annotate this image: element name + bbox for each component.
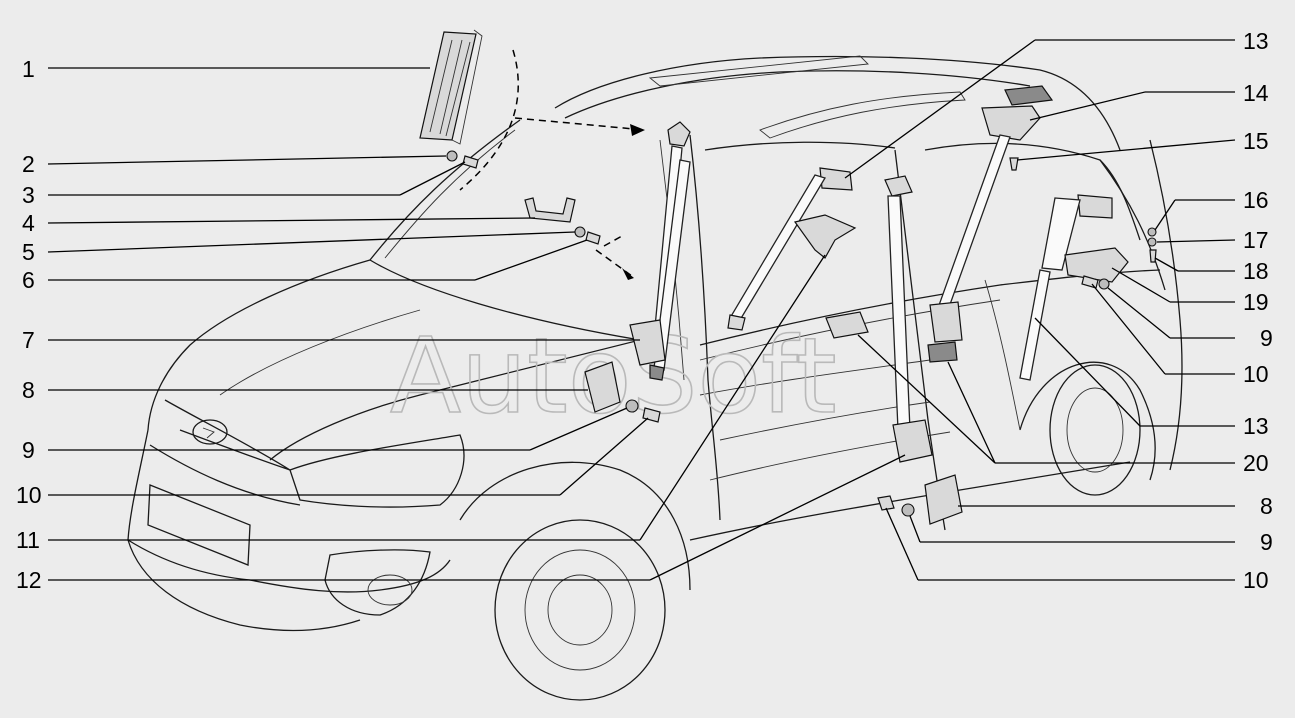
- washer: [1098, 278, 1110, 290]
- bolt: [877, 495, 895, 511]
- washer: [1147, 227, 1157, 237]
- callout-9-lower: 9: [1260, 529, 1273, 555]
- callout-16: 16: [1243, 187, 1269, 213]
- callout-9: 9: [22, 437, 35, 463]
- arrow-head: [630, 124, 645, 136]
- callout-5: 5: [22, 239, 35, 265]
- guide-bracket: [524, 197, 576, 223]
- cover-plate: [584, 361, 621, 413]
- callout-14: 14: [1243, 80, 1269, 106]
- callout-15: 15: [1243, 128, 1269, 154]
- callout-10-lower: 10: [1243, 567, 1269, 593]
- callout-1: 1: [22, 56, 35, 82]
- callout-17: 17: [1243, 227, 1269, 253]
- center-belt: [825, 175, 933, 463]
- screw: [1009, 157, 1019, 171]
- rear-right-belt: [1019, 194, 1129, 381]
- callout-13-lower: 13: [1243, 413, 1269, 439]
- callouts-left: 1 2 3 4 5 6 7 8 9 10 11 12: [16, 56, 42, 593]
- callout-9-right: 9: [1260, 325, 1273, 351]
- leader-lines: [47, 39, 1236, 581]
- cover-plate: [924, 474, 963, 525]
- callouts-right: 13 14 15 16 17 18 19 9 10 13 20 8 9 10: [1243, 28, 1273, 593]
- callout-12: 12: [16, 567, 42, 593]
- washer: [625, 399, 639, 413]
- dashed-arc: [459, 49, 519, 191]
- upper-trim-anchor: [927, 85, 1054, 363]
- bolt: [585, 231, 601, 245]
- callout-8: 8: [22, 377, 35, 403]
- screw: [1149, 249, 1157, 263]
- callout-2: 2: [22, 151, 35, 177]
- callout-7: 7: [22, 327, 35, 353]
- washer: [1147, 237, 1157, 247]
- washer: [901, 503, 915, 517]
- washer: [574, 226, 586, 238]
- callout-10: 10: [16, 482, 42, 508]
- callout-13: 13: [1243, 28, 1269, 54]
- dashed-segment: [603, 235, 623, 247]
- height-adjuster-rail: [419, 29, 483, 145]
- rear-left-belt: [727, 167, 857, 331]
- callout-4: 4: [22, 210, 35, 236]
- callout-11: 11: [16, 527, 40, 553]
- arrow-head: [622, 268, 634, 280]
- parts: [419, 29, 1157, 525]
- front-left-belt: [629, 121, 691, 381]
- callout-8-right: 8: [1260, 493, 1273, 519]
- callout-20: 20: [1243, 450, 1269, 476]
- callout-10-right: 10: [1243, 361, 1269, 387]
- callout-6: 6: [22, 267, 35, 293]
- bolt: [462, 155, 479, 169]
- callout-3: 3: [22, 182, 35, 208]
- washer: [446, 150, 458, 162]
- callout-18: 18: [1243, 258, 1269, 284]
- dashed-arrow-1: [514, 117, 646, 131]
- callout-19: 19: [1243, 289, 1269, 315]
